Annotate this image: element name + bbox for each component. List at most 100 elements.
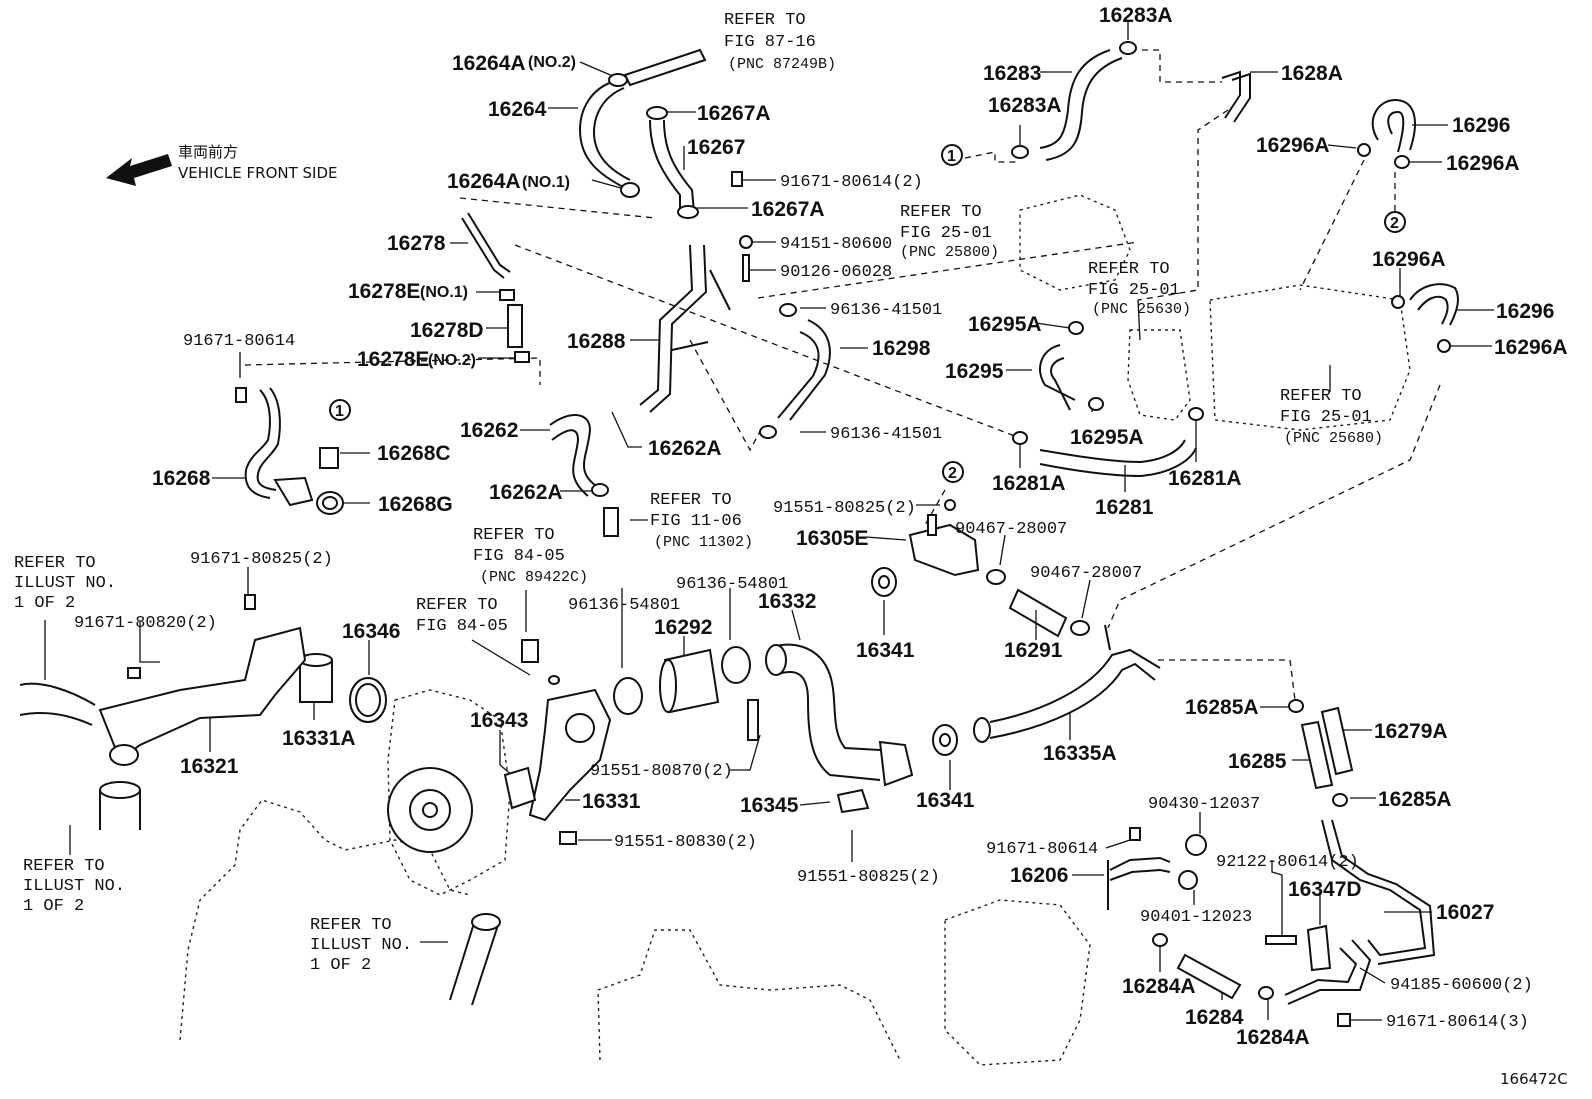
hose-16335a bbox=[973, 624, 1161, 743]
svg-text:REFER TO: REFER TO bbox=[1088, 260, 1170, 279]
pipe-16206 bbox=[1107, 827, 1171, 910]
label-16284a-b: 16284A bbox=[1236, 1026, 1310, 1049]
label-90467-28007-b: 90467-28007 bbox=[1030, 564, 1142, 583]
inlet-16321 bbox=[98, 594, 307, 766]
svg-text:FIG 84-05: FIG 84-05 bbox=[416, 617, 508, 636]
clamps-96136-54801 bbox=[613, 646, 751, 715]
svg-text:(PNC 87249B): (PNC 87249B) bbox=[728, 56, 836, 73]
svg-text:2: 2 bbox=[1390, 215, 1399, 232]
svg-text:FIG 87-16: FIG 87-16 bbox=[724, 33, 816, 52]
svg-text:(PNC 25800): (PNC 25800) bbox=[900, 244, 999, 261]
label-16341-b: 16341 bbox=[916, 789, 975, 812]
svg-text:1: 1 bbox=[335, 403, 344, 420]
label-16295a-b: 16295A bbox=[1070, 426, 1144, 449]
svg-text:ILLUST NO.: ILLUST NO. bbox=[310, 936, 412, 955]
outlet-16305e bbox=[908, 499, 980, 577]
label-16268g: 16268G bbox=[378, 493, 453, 516]
union-90430 bbox=[1185, 834, 1207, 856]
label-16283a-top: 16283A bbox=[1099, 4, 1173, 27]
housing-16331 bbox=[528, 688, 612, 822]
label-94151-80600: 94151-80600 bbox=[780, 235, 892, 254]
direction-label-en: VEHICLE FRONT SIDE bbox=[178, 164, 338, 182]
gasket-16343 bbox=[503, 766, 537, 810]
plug-90401 bbox=[1178, 870, 1198, 890]
gasket-16347d bbox=[1306, 924, 1332, 972]
pipe-16288 bbox=[639, 244, 731, 413]
label-16347d: 16347D bbox=[1288, 878, 1362, 901]
part-leader-lines bbox=[44, 22, 1494, 1021]
hose-16281 bbox=[1012, 407, 1204, 478]
svg-text:REFER TO: REFER TO bbox=[724, 11, 806, 30]
label-16331a: 16331A bbox=[282, 727, 356, 750]
hose-16295 bbox=[1039, 321, 1104, 411]
direction-label-jp: 車両前方 bbox=[178, 143, 238, 161]
label-no2-b: (NO.2) bbox=[428, 352, 476, 369]
clamp-16341b bbox=[932, 724, 958, 756]
bolt-91551-80830 bbox=[559, 831, 577, 845]
svg-text:1: 1 bbox=[947, 148, 956, 165]
label-16268c: 16268C bbox=[377, 442, 451, 465]
label-16262: 16262 bbox=[460, 419, 518, 442]
svg-text:REFER TO: REFER TO bbox=[473, 526, 555, 545]
label-16295: 16295 bbox=[945, 360, 1004, 383]
label-16343: 16343 bbox=[470, 709, 528, 732]
vehicle-front-arrow-icon bbox=[106, 154, 172, 186]
svg-text:2: 2 bbox=[948, 465, 957, 482]
pipe-16278 bbox=[461, 212, 530, 363]
label-16027: 16027 bbox=[1436, 901, 1494, 924]
svg-text:(PNC 25680): (PNC 25680) bbox=[1284, 430, 1383, 447]
svg-text:ILLUST NO.: ILLUST NO. bbox=[23, 877, 125, 896]
thermostat-16331a bbox=[299, 653, 333, 703]
hose-16291 bbox=[986, 569, 1090, 638]
label-90401-12023: 90401-12023 bbox=[1140, 908, 1252, 927]
hose-16296-top bbox=[1357, 98, 1416, 169]
label-16278: 16278 bbox=[387, 232, 446, 255]
label-16346: 16346 bbox=[342, 620, 400, 643]
label-94185-60600-2: 94185-60600(2) bbox=[1390, 976, 1533, 995]
label-16206: 16206 bbox=[1010, 864, 1068, 887]
label-91551-80830-2: 91551-80830(2) bbox=[614, 833, 757, 852]
label-16285: 16285 bbox=[1228, 750, 1287, 773]
label-16283: 16283 bbox=[983, 62, 1041, 85]
pipe-1628a bbox=[1221, 70, 1251, 123]
svg-text:REFER TO: REFER TO bbox=[1280, 387, 1362, 406]
label-96136-41501-a: 96136-41501 bbox=[830, 301, 942, 320]
label-90126-06028: 90126-06028 bbox=[780, 263, 892, 282]
hoses-16285-16279a bbox=[1288, 699, 1354, 807]
label-16264: 16264 bbox=[488, 98, 547, 121]
label-16281: 16281 bbox=[1095, 496, 1154, 519]
refer-fig-25-01-pnc-25680: REFER TO FIG 25-01 (PNC 25680) bbox=[1280, 387, 1383, 447]
svg-text:REFER TO: REFER TO bbox=[14, 554, 96, 573]
stud-92122 bbox=[1265, 935, 1297, 945]
label-16292: 16292 bbox=[654, 616, 712, 639]
label-16335a: 16335A bbox=[1043, 742, 1117, 765]
hose-16283 bbox=[1011, 41, 1137, 161]
svg-text:FIG 25-01: FIG 25-01 bbox=[1088, 281, 1180, 300]
svg-text:FIG 25-01: FIG 25-01 bbox=[900, 224, 992, 243]
label-16267a-bottom: 16267A bbox=[751, 198, 825, 221]
hose-16267 bbox=[649, 119, 695, 213]
svg-text:REFER TO: REFER TO bbox=[310, 916, 392, 935]
hose-16296-right bbox=[1391, 283, 1459, 353]
label-16285a-b: 16285A bbox=[1378, 788, 1452, 811]
circle-ref-1-a: 1 bbox=[329, 399, 351, 421]
label-96136-54801-b: 96136-54801 bbox=[676, 575, 788, 594]
pipe-16268 bbox=[235, 387, 314, 507]
clamp-16267a bbox=[646, 106, 699, 219]
circle-ref-2-a: 2 bbox=[1384, 211, 1406, 233]
bolt-91551-80870 bbox=[747, 699, 759, 741]
circle-ref-2-b: 2 bbox=[942, 461, 964, 483]
label-16278d: 16278D bbox=[410, 319, 484, 342]
hose-16332 bbox=[765, 643, 914, 787]
label-no2: (NO.2) bbox=[528, 54, 576, 71]
label-16278e-no1: 16278E bbox=[348, 280, 420, 303]
label-16267: 16267 bbox=[687, 136, 745, 159]
svg-text:REFER TO: REFER TO bbox=[650, 491, 732, 510]
label-91551-80870-2: 91551-80870(2) bbox=[590, 762, 733, 781]
label-16264a-no2: 16264A bbox=[452, 52, 526, 75]
label-91671-80614-2: 91671-80614(2) bbox=[780, 173, 923, 192]
svg-text:1 OF 2: 1 OF 2 bbox=[310, 956, 371, 975]
hose-16298 bbox=[759, 303, 831, 439]
svg-text:1 OF 2: 1 OF 2 bbox=[14, 594, 75, 613]
label-16262a-b: 16262A bbox=[489, 481, 563, 504]
